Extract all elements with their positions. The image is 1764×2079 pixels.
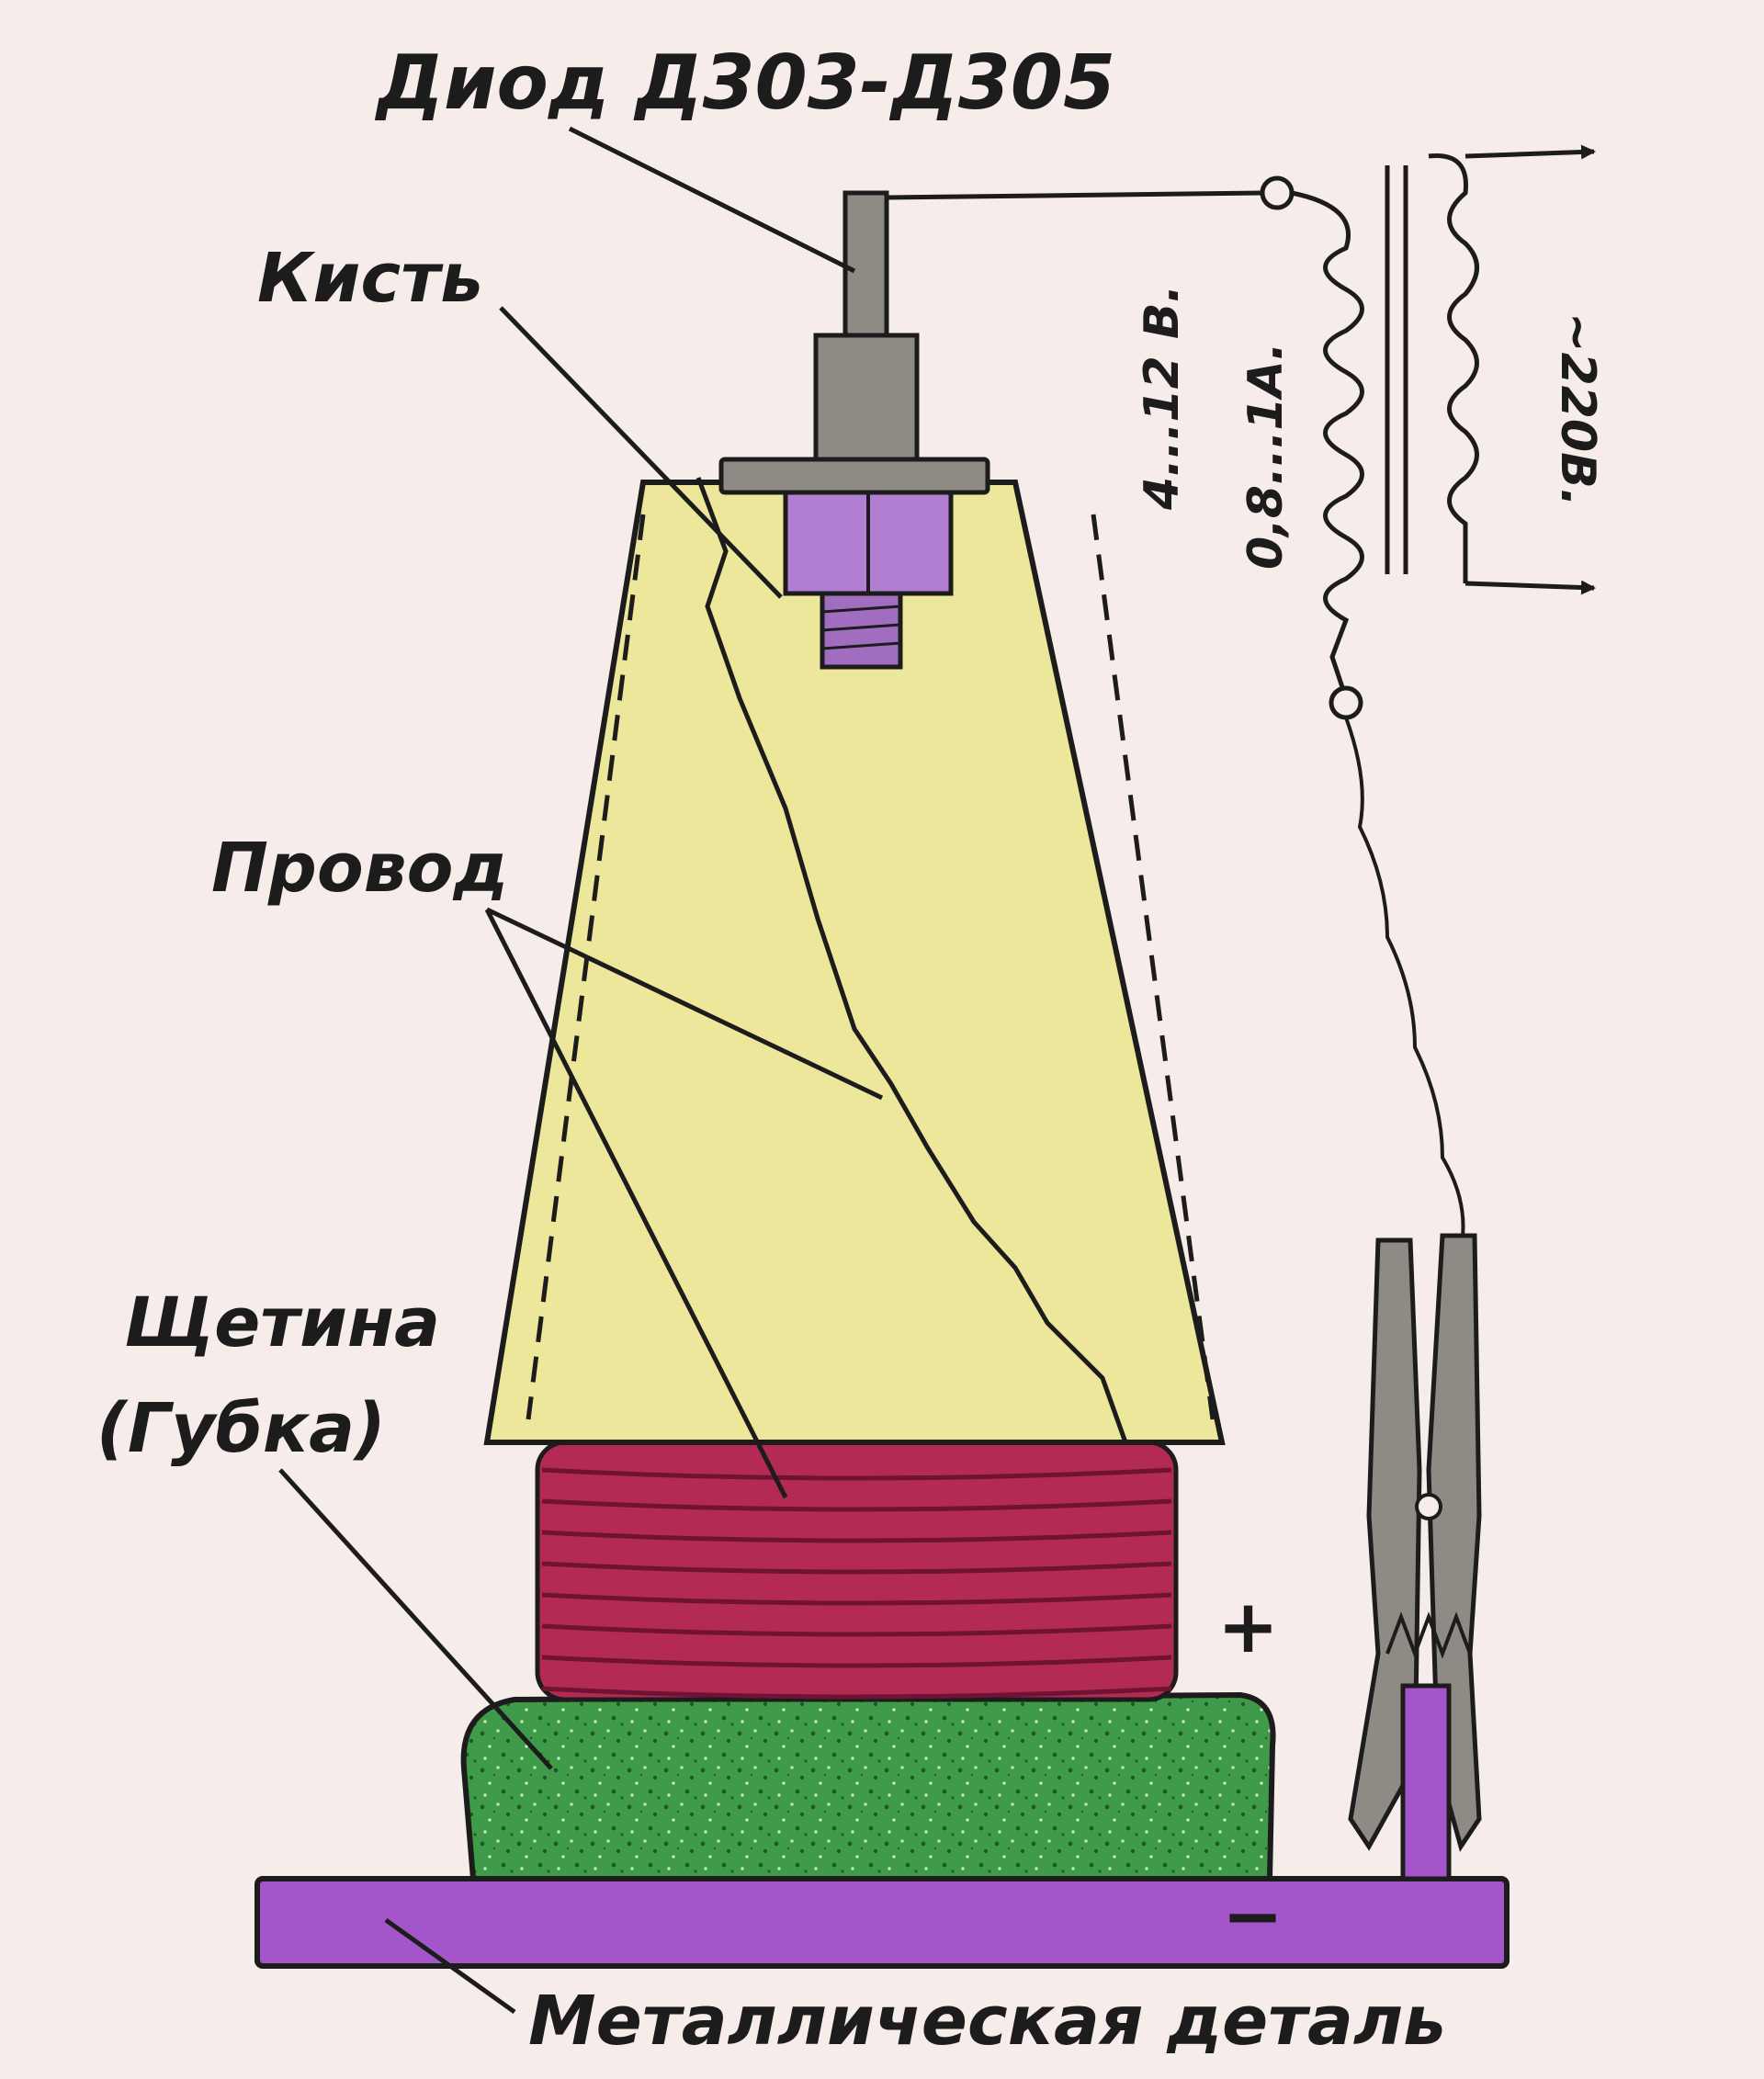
diode-wire [886, 190, 1264, 200]
clip-post [1400, 1683, 1452, 1881]
minus-sign: − [1222, 1873, 1283, 1959]
coil-turn [541, 1592, 1172, 1606]
threaded-stud [820, 591, 903, 670]
coil-turn [541, 1498, 1172, 1512]
secondary-winding [1291, 190, 1364, 699]
leader-bristle [278, 1468, 553, 1770]
sponge [460, 1691, 1276, 1881]
coil-turn [541, 1561, 1172, 1575]
nut [783, 490, 954, 596]
mains-arrow-top [1464, 144, 1596, 160]
metal-plate [254, 1876, 1510, 1969]
coil-turn [541, 1530, 1172, 1543]
label-current-secondary: 0,8...1А. [1238, 342, 1294, 570]
washer [718, 457, 990, 495]
label-voltage-secondary: 4...12 В. [1135, 285, 1190, 511]
coil-turn [541, 1623, 1172, 1637]
label-wire: Провод [211, 829, 508, 908]
cone-dashed-left [526, 514, 646, 1420]
diode-lead [842, 190, 889, 338]
coil-turn [541, 1467, 1172, 1481]
label-voltage-primary: ~220В. [1550, 312, 1605, 507]
diode-body [813, 333, 920, 462]
plus-sign: + [1217, 1584, 1279, 1669]
internal-wire [695, 477, 1128, 1443]
leader-diode [568, 126, 856, 274]
leader-brush [499, 306, 783, 599]
label-diode: Диод Д303-Д305 [374, 40, 1115, 127]
terminal-bottom [1329, 685, 1363, 720]
primary-winding [1428, 153, 1479, 583]
label-brush: Кисть [257, 239, 483, 318]
leader-wire-2 [484, 908, 788, 1499]
leader-metal [384, 1917, 516, 2015]
wire-coil [535, 1440, 1179, 1702]
clip-wire [1344, 717, 1465, 1250]
label-sponge: (Губка) [96, 1389, 386, 1468]
coil-turn [541, 1686, 1172, 1700]
leader-wire-1 [485, 907, 884, 1101]
coil-turn [541, 1655, 1172, 1668]
cone-dashed-right [1091, 514, 1216, 1420]
label-bristle: Щетина [124, 1283, 440, 1362]
label-metal-part: Металлическая деталь [528, 1982, 1446, 2061]
terminal-top [1260, 175, 1295, 210]
mains-arrow-bottom [1464, 580, 1596, 595]
